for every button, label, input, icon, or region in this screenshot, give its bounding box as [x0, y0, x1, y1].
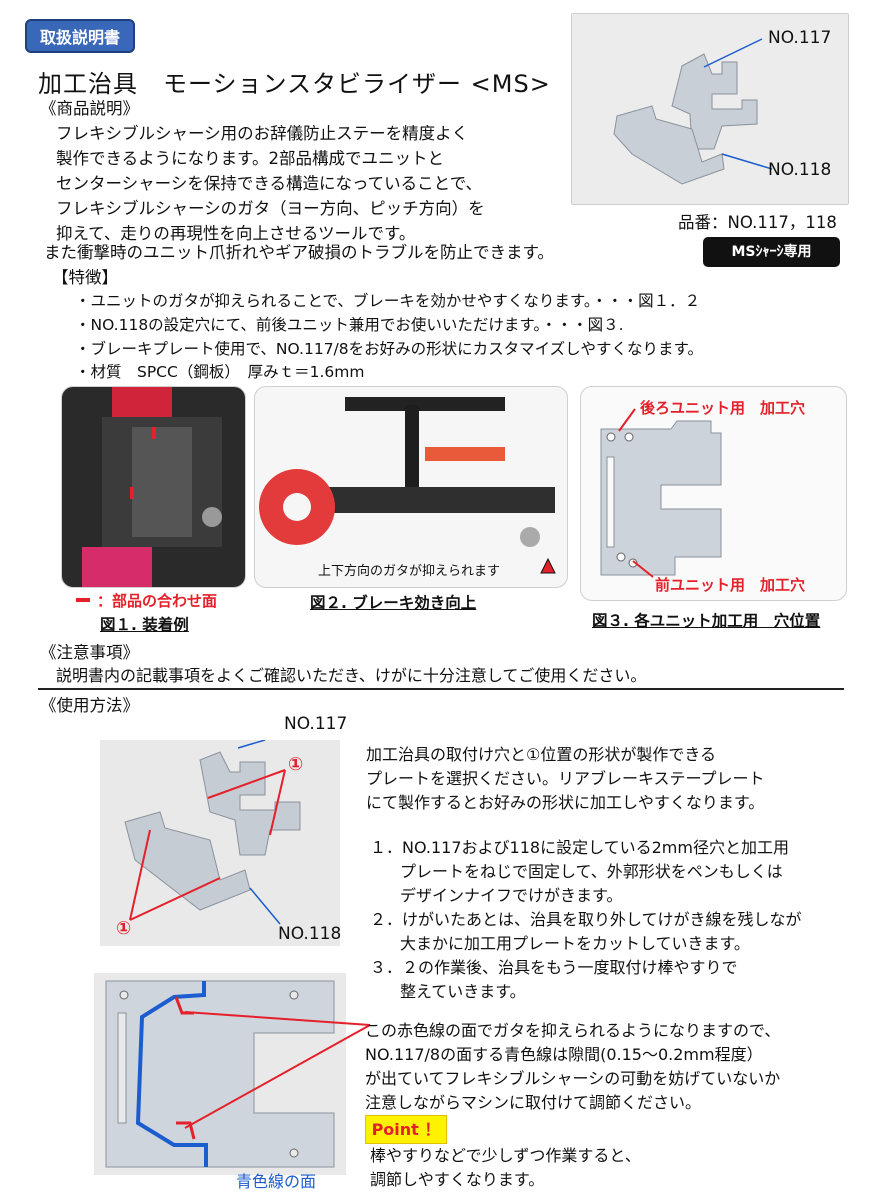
description-line: 抑えて、走りの再現性を向上させるツールです。: [56, 224, 416, 243]
point-text-line: 調節しやすくなります。: [370, 1170, 545, 1189]
figure3-caption: 図３. 各ユニット加工用 穴位置: [592, 612, 821, 630]
product-plates-illustration: [613, 38, 773, 185]
usage-plates-illustration: [124, 740, 301, 925]
description-line: また衝撃時のユニット爪折れやギア破損のトラブルを防止できます。: [44, 243, 554, 262]
marker-1-bottom: ①: [116, 918, 132, 939]
usage-label-no118: NO.118: [278, 924, 342, 944]
features-heading: 【特徴】: [52, 268, 118, 287]
point-text-line: 棒やすりなどで少しずつ作業すると、: [370, 1146, 641, 1165]
usage-label-no117: NO.117: [284, 714, 348, 734]
note-line: この赤色線の面でガタを抑えられるようになりますので、: [365, 1021, 781, 1040]
usage-step-line: 大まかに加工用プレートをカットしていきます。: [400, 934, 750, 953]
description-line: センターシャーシを保持できる構造になっていることで、: [56, 174, 483, 193]
figure3-photo: [580, 386, 847, 601]
plate-photo: [94, 973, 346, 1175]
usage-heading: 《使用方法》: [40, 696, 139, 715]
usage-parts-photo: [100, 740, 340, 946]
usage-intro-line: プレートを選択ください。リアブレーキステープレート: [366, 769, 765, 788]
feature-item: ・NO.118の設定穴にて、前後ユニット兼用でお使いいただけます。・・・図３.: [75, 316, 624, 334]
caution-text: 説明書内の記載事項をよくご確認いただき、けがに十分注意してご使用ください。: [56, 666, 647, 685]
note-line: NO.117/8の面する青色線は隙間(0.15〜0.2mm程度）: [365, 1045, 763, 1064]
figure3-front-label: 前ユニット用 加工穴: [655, 576, 806, 594]
point-badge: Point ！: [365, 1115, 447, 1144]
usage-intro-line: 加工治具の取付け穴と①位置の形状が製作できる: [366, 745, 717, 764]
brake-setup-illustration: [259, 397, 555, 547]
usage-step-line: ２．けがいたあとは、治具を取り外してけがき線を残しなが: [370, 910, 802, 929]
page-title: 加工治具 モーションスタビライザー <MS>: [38, 70, 551, 98]
photo-label-no118: NO.118: [768, 160, 832, 180]
feature-item: ・ユニットのガタが抑えられることで、ブレーキを効かせやすくなります。・・・図１．…: [75, 292, 701, 310]
ms-chassis-badge: MSｼｬｰｼ専用: [703, 237, 840, 267]
usage-step-line: １．NO.117および118に設定している2mm径穴と加工用: [370, 838, 789, 857]
feature-item: ・材質 SPCC（鋼板） 厚みｔ＝1.6mm: [75, 363, 365, 381]
note-line: が出ていてフレキシブルシャーシの可動を妨げていないか: [365, 1069, 781, 1088]
usage-intro-line: にて製作するとお好みの形状に加工しやすくなります。: [366, 793, 765, 812]
description-line: 製作できるようになります。2部品構成でユニットと: [56, 149, 445, 168]
figure1-caption: 図１. 装着例: [100, 616, 189, 634]
note-line: 注意しながらマシンに取付けて調節ください。: [365, 1093, 702, 1112]
usage-step-line: プレートをねじで固定して、外郭形状をペンもしくは: [400, 862, 783, 881]
figure1-photo: [61, 386, 246, 588]
section-divider: [38, 688, 844, 690]
plate-hole-illustration: [600, 408, 722, 578]
description-heading: 《商品説明》: [40, 99, 139, 118]
usage-step-line: デザインナイフでけがきます。: [400, 886, 623, 905]
figure2-caption: 図２. ブレーキ効き向上: [310, 594, 477, 612]
plate-lines-illustration: [105, 980, 335, 1168]
usage-step-line: ３．２の作業後、治具をもう一度取付け棒やすりで: [370, 958, 738, 977]
blue-line-label: 青色線の面: [236, 1172, 317, 1191]
marker-1-top: ①: [288, 754, 304, 775]
figure2-overlay-text: 上下方向のガタが抑えられます: [318, 564, 501, 579]
photo-label-no117: NO.117: [768, 28, 832, 48]
description-line: フレキシブルシャーシ用のお辞儀防止ステーを精度よく: [56, 124, 469, 143]
chassis-closeup-illustration: [82, 387, 222, 587]
document-type-badge: 取扱説明書: [25, 19, 135, 53]
figure3-rear-label: 後ろユニット用 加工穴: [640, 399, 806, 417]
part-number: 品番：NO.117，118: [678, 213, 837, 232]
note-arrows: [184, 1011, 371, 1129]
description-line: フレキシブルシャーシのガタ（ヨー方向、ピッチ方向）を: [56, 199, 485, 218]
feature-item: ・ブレーキプレート使用で、NO.117/8をお好みの形状にカスタマイズしやすくな…: [75, 340, 703, 358]
warning-triangle-icon: [540, 558, 556, 574]
figure2-photo: [254, 386, 568, 588]
mating-surface-swatch: [76, 598, 90, 602]
usage-step-line: 整えていきます。: [400, 982, 526, 1001]
product-photo: [571, 13, 849, 205]
figure1-legend: ：部品の合わせ面: [97, 592, 218, 610]
caution-heading: 《注意事項》: [40, 643, 139, 662]
